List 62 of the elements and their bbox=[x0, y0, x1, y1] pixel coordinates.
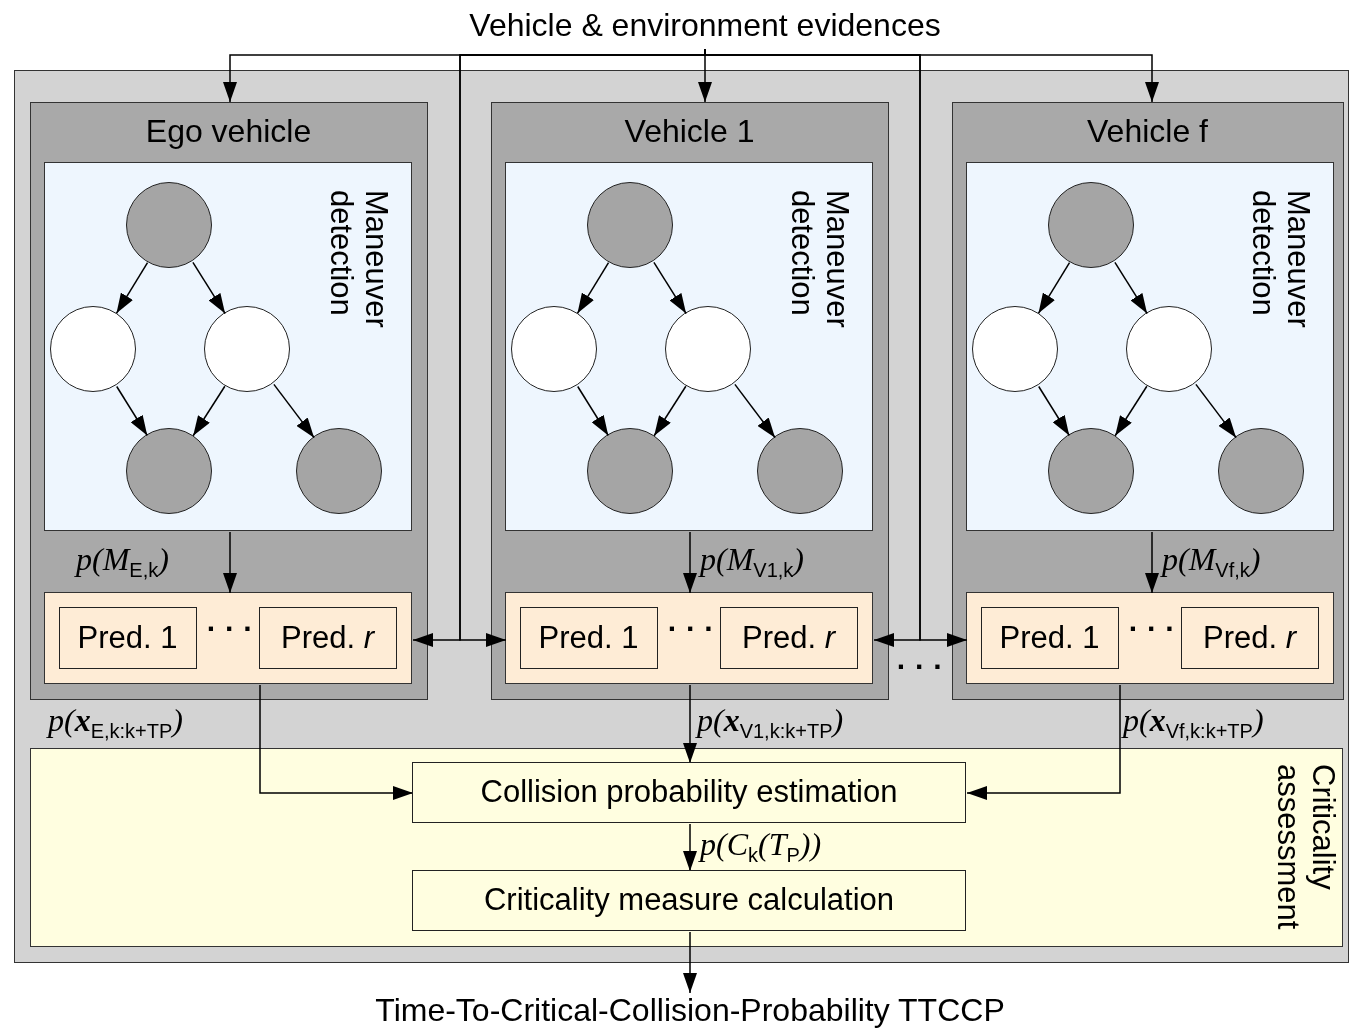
maneuver-detection-panel bbox=[44, 162, 412, 531]
predictor-box: Pred. r bbox=[1180, 606, 1319, 669]
panel-title: Maneuver detection bbox=[324, 190, 394, 330]
arrow bbox=[273, 383, 315, 439]
arrow bbox=[1114, 385, 1148, 437]
system-panel bbox=[14, 70, 1349, 963]
arrow bbox=[577, 385, 609, 437]
process-box: Criticality measure calculation bbox=[412, 870, 966, 931]
arrow bbox=[653, 385, 687, 437]
arrow bbox=[1037, 261, 1071, 315]
panel-title: Vehicle 1 bbox=[623, 112, 756, 150]
panel-title: Maneuver detection bbox=[1246, 190, 1316, 330]
arrow bbox=[683, 823, 697, 872]
arrow bbox=[115, 261, 149, 315]
arrow bbox=[259, 684, 414, 800]
arrow bbox=[653, 261, 687, 315]
arrow bbox=[1195, 383, 1237, 439]
edge-label: p(M$_{V1,k}$) bbox=[700, 543, 804, 581]
arrow bbox=[966, 684, 1121, 800]
predictor-box: Pred. r bbox=[258, 606, 397, 669]
panel-title: Vehicle f bbox=[1086, 112, 1209, 150]
arrow bbox=[116, 385, 148, 437]
arrow bbox=[1145, 531, 1159, 594]
edge-label: p(M$_{E,k}$) bbox=[76, 543, 169, 581]
arrow bbox=[683, 931, 697, 994]
arrow bbox=[683, 684, 697, 764]
ellipsis: · · · bbox=[666, 612, 716, 646]
vehicle-panel bbox=[29, 101, 428, 700]
arrow bbox=[192, 385, 226, 437]
predictor-band bbox=[44, 592, 412, 684]
edge-label: p(C$_{k}$(T$_{P}$)) bbox=[700, 828, 822, 866]
edge-label: p(x$_{V1,k:k+T}$$_{P}$) bbox=[697, 704, 844, 742]
arrow bbox=[576, 261, 610, 315]
arrow bbox=[223, 531, 237, 594]
io-label: Vehicle & environment evidences bbox=[430, 5, 980, 49]
vehicle-panel bbox=[490, 101, 889, 700]
predictor-box: Pred. r bbox=[719, 606, 858, 669]
arrow bbox=[1114, 261, 1148, 315]
maneuver-detection-panel bbox=[505, 162, 873, 531]
panel-title: Ego vehicle bbox=[144, 112, 313, 150]
panel-title: Criticality assessment bbox=[1270, 763, 1341, 932]
vehicle-panel bbox=[951, 101, 1344, 700]
maneuver-detection-panel bbox=[966, 162, 1334, 531]
arrow bbox=[734, 383, 776, 439]
arrow bbox=[192, 261, 226, 315]
edge-label: p(x$_{Vf,k:k+T}$$_{P}$) bbox=[1123, 704, 1264, 742]
edge-label: p(M$_{Vf,k}$) bbox=[1162, 543, 1261, 581]
panel-title: Maneuver detection bbox=[785, 190, 855, 330]
criticality-assessment-panel bbox=[29, 747, 1343, 947]
predictor-box: Pred. 1 bbox=[980, 606, 1119, 669]
process-box: Collision probability estimation bbox=[412, 762, 966, 823]
predictor-box: Pred. 1 bbox=[519, 606, 658, 669]
edge-label: p(x$_{E,k:k+T}$$_{P}$) bbox=[48, 704, 183, 742]
io-label: Time-To-Critical-Collision-Probability TTCCP bbox=[300, 993, 1080, 1030]
predictor-band bbox=[505, 592, 873, 684]
predictor-box: Pred. 1 bbox=[58, 606, 197, 669]
ellipsis: · · · bbox=[1127, 612, 1177, 646]
ellipsis: · · · bbox=[895, 650, 945, 684]
arrow bbox=[683, 531, 697, 594]
arrow bbox=[1038, 385, 1070, 437]
ellipsis: · · · bbox=[205, 612, 255, 646]
predictor-band bbox=[966, 592, 1334, 684]
